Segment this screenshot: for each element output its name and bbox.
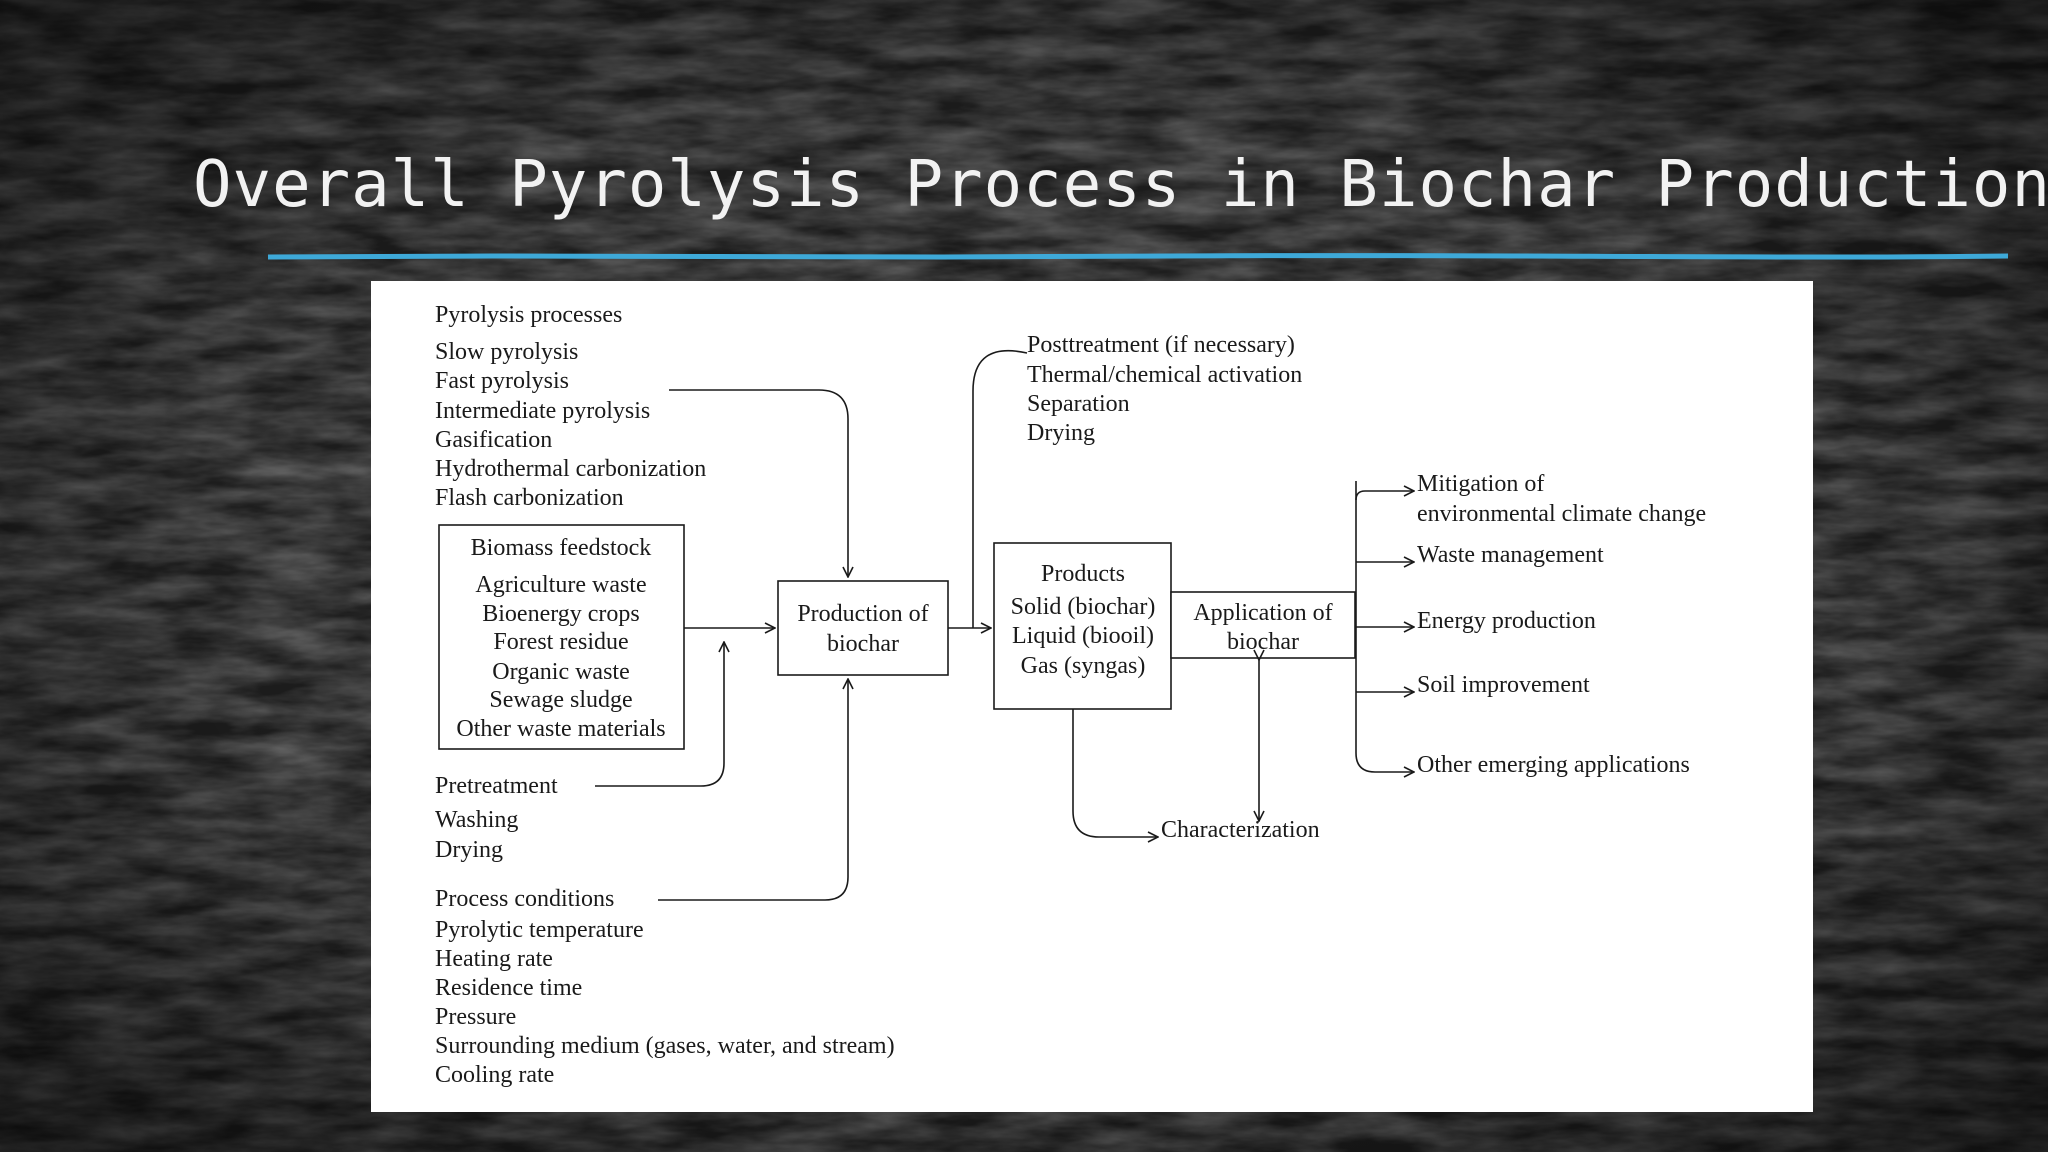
arrow-posttreatment-loop: [972, 349, 1028, 628]
outcome-mitigation-line1: Mitigation of: [1417, 471, 1544, 497]
arrow-pretreatment-to-production: [595, 642, 724, 787]
production-box: Production of biochar: [777, 580, 949, 676]
arrow-conditions-to-production: [658, 679, 848, 901]
outcomes-group: Mitigation of environmental climate chan…: [1417, 471, 1706, 778]
pyrolysis-item: Fast pyrolysis: [435, 368, 569, 394]
outcome-other-applications: Other emerging applications: [1417, 752, 1690, 778]
application-label-line2: biochar: [1227, 629, 1299, 655]
posttreatment-item: Drying: [1027, 420, 1095, 446]
products-box: Products Solid (biochar) Liquid (biooil)…: [993, 542, 1172, 710]
pyrolysis-item: Slow pyrolysis: [435, 339, 578, 365]
process-condition-item: Heating rate: [435, 946, 553, 972]
feedstock-item: Forest residue: [493, 629, 628, 655]
pyrolysis-processes-heading: Pyrolysis processes: [435, 302, 622, 328]
process-conditions-heading: Process conditions: [435, 886, 614, 912]
process-condition-item: Surrounding medium (gases, water, and st…: [435, 1033, 895, 1059]
arrow-to-other: [1355, 752, 1414, 772]
product-item: Solid (biochar): [1011, 594, 1156, 620]
posttreatment-item: Separation: [1027, 391, 1130, 417]
process-condition-item: Pyrolytic temperature: [435, 917, 644, 943]
pyrolysis-item: Hydrothermal carbonization: [435, 456, 706, 482]
posttreatment-item: Thermal/chemical activation: [1027, 362, 1302, 388]
outcome-energy-production: Energy production: [1417, 608, 1596, 634]
characterization-label: Characterization: [1161, 817, 1320, 843]
process-condition-item: Cooling rate: [435, 1062, 554, 1088]
outcome-trunk: [1355, 481, 1357, 753]
production-label-line2: biochar: [827, 631, 899, 657]
process-condition-item: Residence time: [435, 975, 582, 1001]
feedstock-item: Agriculture waste: [475, 572, 646, 598]
process-condition-item: Pressure: [435, 1004, 516, 1030]
pyrolysis-item: Flash carbonization: [435, 485, 624, 511]
pretreatment-item: Drying: [435, 837, 503, 863]
outcome-soil-improvement: Soil improvement: [1417, 672, 1590, 698]
production-label-line1: Production of: [797, 601, 928, 627]
pyrolysis-processes-group: Pyrolysis processes Slow pyrolysis Fast …: [435, 302, 706, 511]
pretreatment-group: Pretreatment Washing Drying: [435, 773, 558, 863]
application-label-line1: Application of: [1193, 600, 1332, 626]
application-box: Application of biochar: [1170, 591, 1356, 659]
feedstock-item: Other waste materials: [456, 716, 665, 742]
product-item: Gas (syngas): [1021, 653, 1146, 679]
outcome-waste-management: Waste management: [1417, 542, 1604, 568]
process-conditions-group: Process conditions Pyrolytic temperature…: [435, 886, 895, 1088]
title-underline: [268, 253, 2008, 260]
products-heading: Products: [1041, 561, 1125, 587]
product-item: Liquid (biooil): [1012, 623, 1154, 649]
outcome-mitigation-line2: environmental climate change: [1417, 501, 1706, 527]
pretreatment-item: Washing: [435, 807, 518, 833]
feedstock-item: Sewage sludge: [489, 687, 632, 713]
pyrolysis-flow-diagram: Pyrolysis processes Slow pyrolysis Fast …: [435, 302, 1706, 1088]
feedstock-item: Bioenergy crops: [482, 601, 640, 627]
pyrolysis-item: Intermediate pyrolysis: [435, 398, 650, 424]
pretreatment-heading: Pretreatment: [435, 773, 558, 799]
posttreatment-heading: Posttreatment (if necessary): [1027, 332, 1295, 358]
slide-title: Overall Pyrolysis Process in Biochar Pro…: [193, 148, 2048, 222]
feedstock-item: Organic waste: [492, 659, 630, 685]
posttreatment-group: Posttreatment (if necessary) Thermal/che…: [1027, 332, 1302, 446]
arrow-products-to-characterization: [1072, 709, 1158, 837]
biomass-feedstock-box: Biomass feedstock Agriculture waste Bioe…: [438, 524, 685, 750]
arrow-to-mitigation: [1355, 491, 1414, 501]
pyrolysis-item: Gasification: [435, 427, 552, 453]
connectors: [595, 349, 1414, 901]
arrow-pyrolysis-to-production: [669, 389, 848, 577]
figure-panel: Pyrolysis processes Slow pyrolysis Fast …: [371, 281, 1813, 1112]
biomass-feedstock-heading: Biomass feedstock: [471, 535, 652, 561]
